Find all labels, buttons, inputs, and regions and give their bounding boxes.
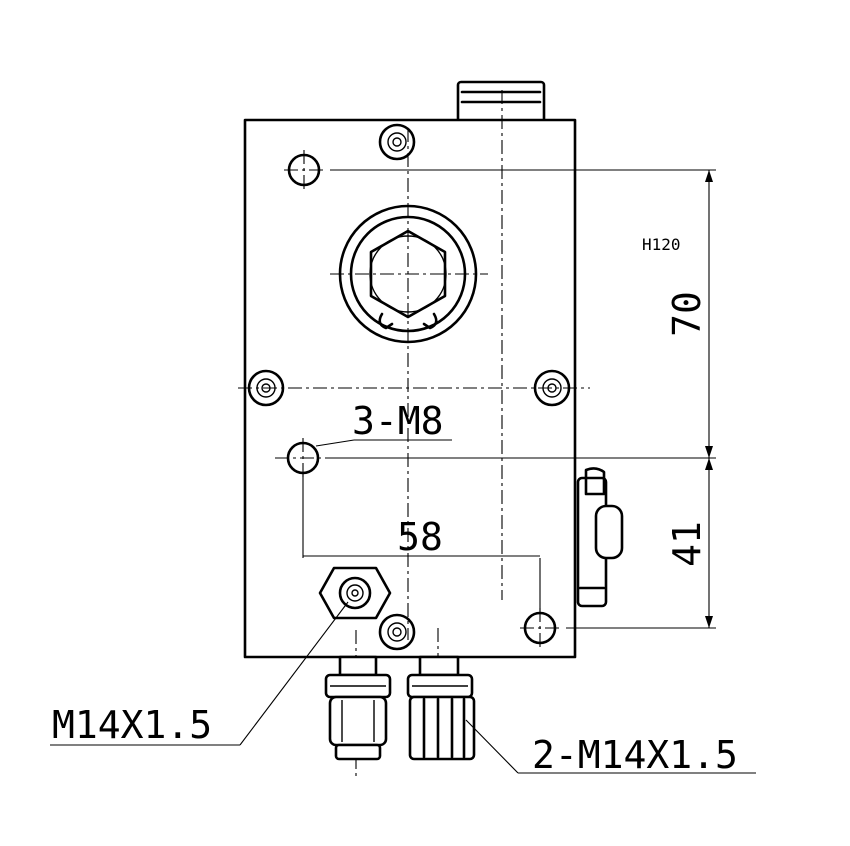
dimension-horizontal <box>302 474 541 612</box>
label-dim-58: 58 <box>397 515 443 559</box>
label-port-left: M14X1.5 <box>52 703 212 747</box>
label-dim-70: 70 <box>665 291 709 337</box>
mounting-hole-upper <box>284 150 326 192</box>
top-connector <box>456 80 546 124</box>
label-thread-holes: 3-M8 <box>352 399 444 443</box>
central-plug <box>338 204 478 344</box>
screw-top <box>378 123 416 161</box>
side-lever <box>576 467 624 608</box>
mounting-hole-lower <box>520 608 562 648</box>
label-dim-41: 41 <box>665 521 709 567</box>
leader-lines <box>50 439 756 774</box>
screw-bottom <box>378 613 416 651</box>
screw-right <box>533 369 571 407</box>
label-ports-right: 2-M14X1.5 <box>532 733 738 777</box>
dimension-vertical <box>330 169 716 629</box>
mounting-hole-middle <box>286 438 320 478</box>
bottom-fitting-right <box>406 655 476 761</box>
bottom-fitting-left <box>324 655 392 761</box>
hex-port-fitting <box>318 566 392 620</box>
screw-left <box>247 369 285 407</box>
label-height-tag: H120 <box>642 235 681 254</box>
